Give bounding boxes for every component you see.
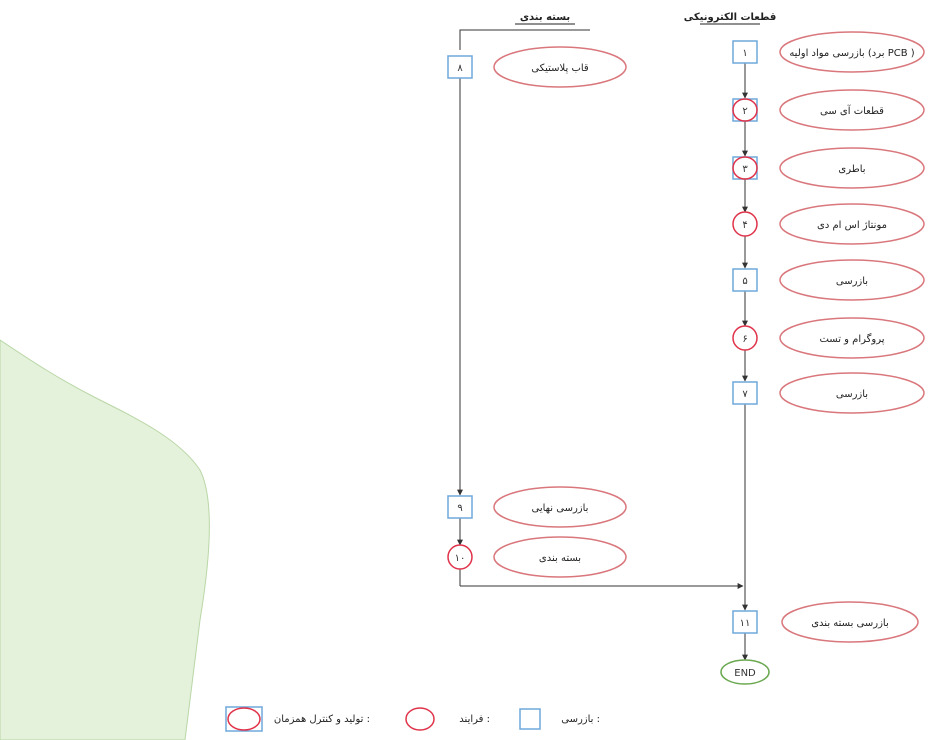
step-number: ۲	[742, 106, 747, 117]
electronic-step-7: ۷ بازرسی	[732, 372, 925, 414]
step-label: بازرسی	[836, 389, 868, 400]
step-number: ۱	[742, 48, 747, 59]
electronic-step-1: ۱ بازرسی مواد اولیه (برد PCB )	[732, 31, 925, 73]
packaging-step-3: ۱۰ بسته بندی	[447, 536, 627, 578]
step-number: ۴	[742, 220, 747, 231]
inspection-box	[447, 495, 473, 519]
step-number: ۳	[742, 164, 748, 175]
step-label: قطعات آی سی	[820, 104, 884, 117]
step-number: ۶	[742, 334, 747, 345]
packaging-step-2: ۹ بازرسی نهایی	[447, 486, 627, 528]
step-number: ۹	[457, 503, 462, 514]
final-step-1: ۱۱ بازرسی بسته بندی	[732, 601, 919, 643]
connectors	[457, 63, 748, 661]
step-label: قاب پلاستیکی	[531, 63, 589, 74]
legend-inspection-box	[519, 708, 541, 730]
step-number: ۱۰	[455, 553, 466, 564]
legend-combined-box	[225, 706, 263, 732]
step-number: ۸	[457, 63, 463, 74]
step-number: ۱۱	[740, 618, 751, 629]
electronic-step-3: ۳ باطری	[732, 147, 925, 189]
inspection-box	[732, 268, 758, 292]
step-label: پروگرام و تست	[819, 333, 884, 345]
step-label: بازرسی مواد اولیه (برد PCB )	[789, 48, 914, 59]
step-label-oval	[779, 317, 925, 359]
step-number: ۵	[742, 276, 747, 287]
end-terminator-label: END	[734, 668, 756, 679]
step-label-oval	[493, 536, 627, 578]
electronic-step-6: ۶ پروگرام و تست	[732, 317, 925, 359]
packaging-step-1: ۸ قاب پلاستیکی	[447, 46, 627, 88]
electronic-step-5: ۵ بازرسی	[732, 259, 925, 301]
process-circle	[732, 211, 758, 237]
step-label-oval	[493, 46, 627, 88]
legend: بازرسی : فرایند : تولید و کنترل همزمان :	[225, 706, 600, 732]
step-label-oval	[781, 601, 919, 643]
legend-process-circle	[405, 707, 435, 731]
inspection-box	[732, 40, 758, 64]
step-label: بازرسی نهایی	[532, 503, 589, 514]
packaging-top-frame	[459, 29, 590, 50]
process-circle	[447, 544, 473, 570]
electronic-step-2: ۲ قطعات آی سی	[732, 89, 925, 131]
step-label-oval	[779, 259, 925, 301]
column-title-electronic: قطعات الکترونیکی	[684, 12, 777, 23]
electronic-step-4: ۴ مونتاژ اس ام دی	[732, 203, 925, 245]
process-circle	[732, 325, 758, 351]
step-label: بسته بندی	[539, 553, 581, 564]
step-label: باطری	[838, 164, 865, 175]
legend-process-label: فرایند :	[459, 714, 490, 725]
step-label: مونتاژ اس ام دی	[817, 220, 887, 231]
inspection-box	[732, 610, 758, 634]
end-terminator-oval	[720, 659, 770, 685]
step-label-oval	[493, 486, 627, 528]
step-number: ۷	[742, 389, 748, 400]
step-label-oval	[779, 147, 925, 189]
step-label: بازرسی	[836, 276, 868, 287]
combined-circle	[732, 156, 758, 180]
step-label-oval	[779, 89, 925, 131]
legend-combined-label: تولید و کنترل همزمان :	[274, 714, 370, 725]
combined-circle	[732, 98, 758, 122]
step-label: بازرسی بسته بندی	[811, 618, 889, 629]
inspection-box	[447, 55, 473, 79]
legend-combined-circle	[227, 707, 261, 731]
column-title-packaging: بسته بندی	[520, 12, 570, 23]
nodes: ۱ بازرسی مواد اولیه (برد PCB ) ۲ قطعات آی س…	[447, 31, 925, 685]
legend-inspection-label: بازرسی :	[561, 714, 600, 725]
step-label-oval	[779, 31, 925, 73]
step-label-oval	[779, 203, 925, 245]
step-label-oval	[779, 372, 925, 414]
background-map-shape	[0, 339, 210, 740]
inspection-box	[732, 381, 758, 405]
